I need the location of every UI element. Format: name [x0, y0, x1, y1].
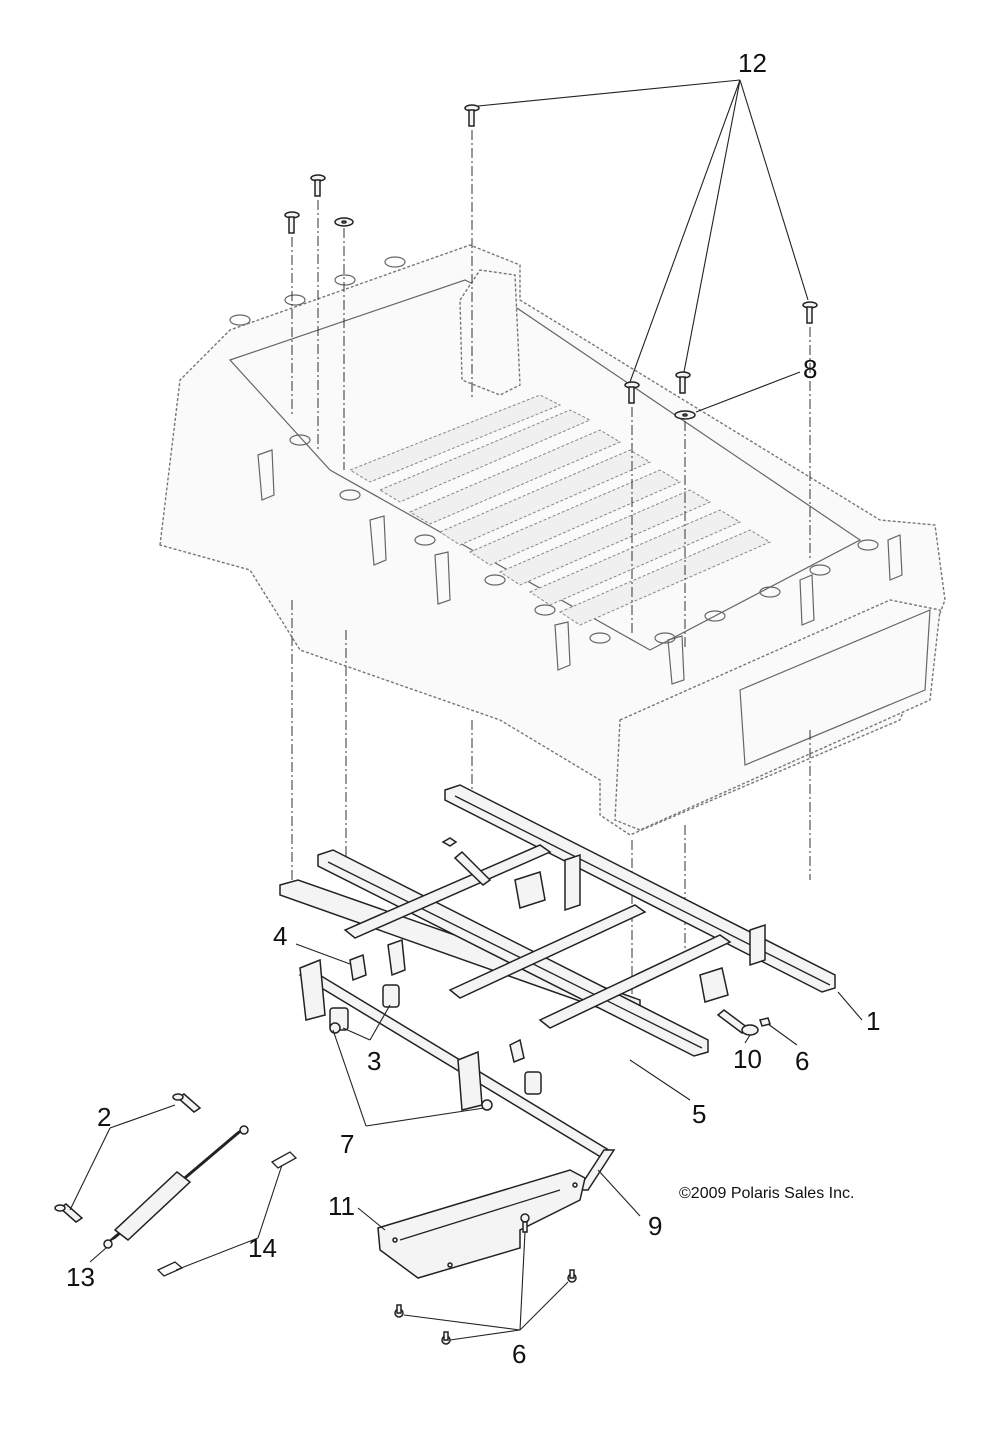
- loose-hardware: [54, 1093, 298, 1277]
- callout-7: 7: [340, 1129, 354, 1159]
- washer-icon: [674, 410, 696, 420]
- callout-2: 2: [97, 1102, 111, 1132]
- screw-icon: [464, 104, 480, 127]
- callout-12: 12: [738, 48, 767, 78]
- washer-icon: [334, 217, 354, 227]
- screw-icon: [520, 1213, 530, 1233]
- callout-6-lower: 6: [512, 1339, 526, 1369]
- callout-labels: 12 8 1 4 3 10 6 5 7 9 11 2 14 13 6: [66, 48, 880, 1369]
- callout-8: 8: [803, 354, 817, 384]
- latch-assembly: [298, 953, 616, 1191]
- screw-icon: [624, 381, 640, 404]
- callout-1: 1: [866, 1006, 880, 1036]
- skid-plate: [377, 1169, 586, 1279]
- bed-frame: [279, 784, 836, 1057]
- callout-3: 3: [367, 1046, 381, 1076]
- callout-11: 11: [328, 1191, 355, 1221]
- callout-14: 14: [248, 1233, 277, 1263]
- side-latches: [257, 449, 903, 685]
- screw-icon: [310, 174, 326, 197]
- assembly-guide-lines: [291, 130, 811, 1005]
- callout-5: 5: [692, 1099, 706, 1129]
- callout-4: 4: [273, 921, 287, 951]
- screw-icon: [284, 211, 300, 234]
- screw-icon: [567, 1269, 577, 1283]
- screw-icon: [675, 371, 691, 394]
- callout-13: 13: [66, 1262, 95, 1292]
- leader-lines: [69, 79, 863, 1341]
- callout-6-upper: 6: [795, 1046, 809, 1076]
- bed-screws: [284, 104, 818, 420]
- cargo-box: [159, 244, 946, 836]
- pivot-pins: [441, 837, 771, 1036]
- skid-plate-screws: [394, 1213, 577, 1345]
- screw-icon: [394, 1304, 404, 1318]
- callout-9: 9: [648, 1211, 662, 1241]
- copyright-notice: ©2009 Polaris Sales Inc.: [679, 1185, 854, 1202]
- callout-10: 10: [733, 1044, 762, 1074]
- screw-icon: [802, 301, 818, 324]
- screw-icon: [441, 1331, 451, 1345]
